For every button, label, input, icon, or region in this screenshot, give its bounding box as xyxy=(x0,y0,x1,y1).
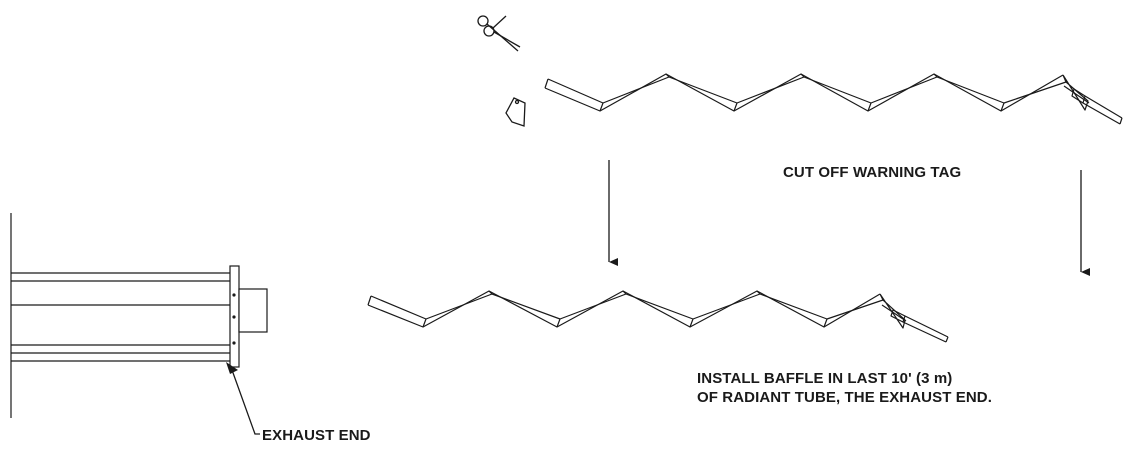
exhaust-end-leader xyxy=(226,362,260,435)
lower-baffle xyxy=(367,290,949,343)
exhaust-end-label: EXHAUST END xyxy=(262,427,371,444)
install-baffle-instruction: INSTALL BAFFLE IN LAST 10' (3 m) OF RADI… xyxy=(697,369,992,407)
scissors-icon xyxy=(477,15,521,52)
radiant-tube-exhaust-end xyxy=(10,213,268,418)
warning-tag-icon xyxy=(505,97,526,127)
install-instruction-line-2: OF RADIANT TUBE, THE EXHAUST END. xyxy=(697,389,992,406)
cut-off-warning-tag-label: CUT OFF WARNING TAG xyxy=(783,164,962,181)
upper-baffle xyxy=(544,73,1123,125)
install-instruction-line-1: INSTALL BAFFLE IN LAST 10' (3 m) xyxy=(697,370,953,387)
